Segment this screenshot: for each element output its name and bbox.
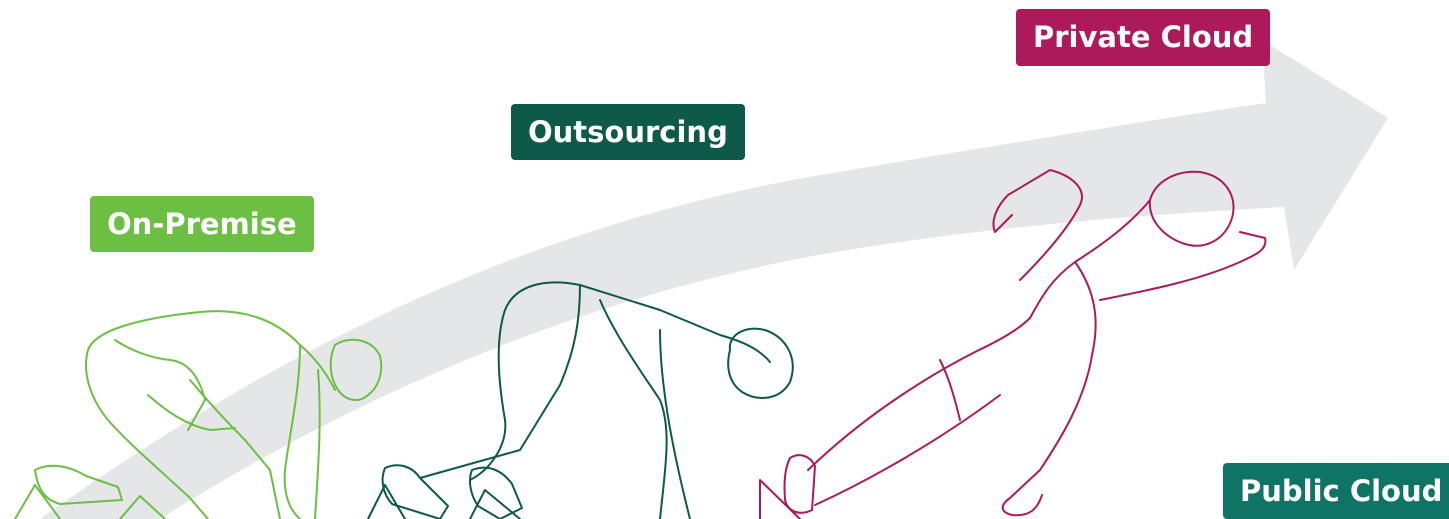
sprinting-runner-icon (759, 169, 1267, 519)
stage-label-outsourcing: Outsourcing (511, 104, 745, 160)
stage-label-public-cloud: Public Cloud (1223, 463, 1449, 519)
set-position-runner-icon (367, 281, 794, 519)
crouching-runner-icon (14, 310, 383, 519)
stage-label-on-premise: On-Premise (90, 196, 314, 252)
stage-label-private-cloud: Private Cloud (1016, 9, 1271, 66)
progress-arrow-icon (40, 40, 1388, 519)
